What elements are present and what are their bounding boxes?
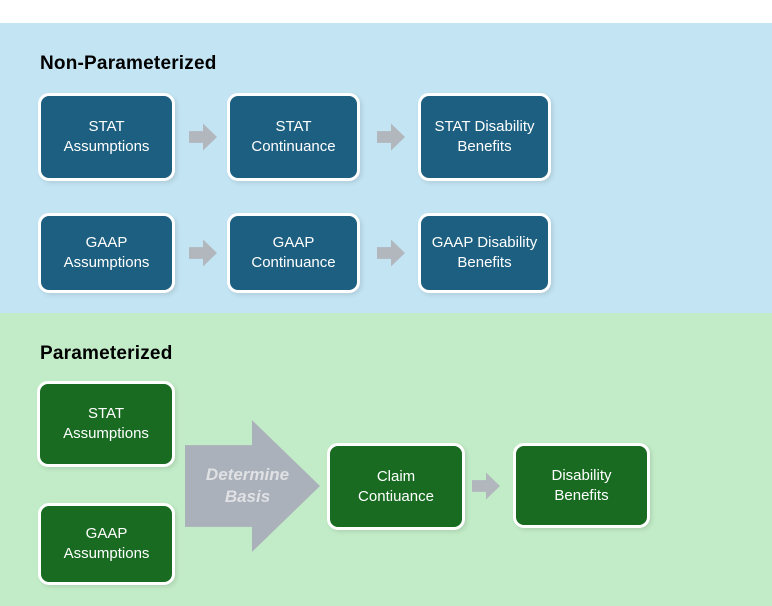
box-label-line: Claim xyxy=(376,467,416,485)
box-label-line: Assumptions xyxy=(63,545,150,562)
box-label-line: Continuance xyxy=(251,254,336,271)
determine-basis-label: Determine Basis xyxy=(190,464,305,508)
determine-basis-line: Determine xyxy=(205,465,290,484)
box-label-line: GAAP Disability xyxy=(431,234,538,251)
box-label-line: Disability xyxy=(551,466,612,484)
gaap-continuance-box: GAAP Continuance xyxy=(227,213,360,293)
box-label-line: Benefits xyxy=(457,138,512,155)
stat-continuance-box: STAT Continuance xyxy=(227,93,360,181)
disability-benefits-box: Disability Benefits xyxy=(513,443,650,528)
claim-continuance-box: Claim Contiuance xyxy=(327,443,465,530)
stat-assumptions-box-np: STAT Assumptions xyxy=(38,93,175,181)
box-label-line: Assumptions xyxy=(63,254,150,271)
box-label-line: GAAP xyxy=(272,234,315,251)
parameterized-heading: Parameterized xyxy=(40,343,173,364)
gaap-assumptions-box-p: GAAP Assumptions xyxy=(38,503,175,585)
box-label-line: STAT xyxy=(88,118,125,135)
box-label-line: Benefits xyxy=(457,254,512,271)
box-label-line: STAT Disability xyxy=(434,118,535,135)
determine-basis-line: Basis xyxy=(224,487,271,506)
box-label-line: GAAP xyxy=(85,234,128,251)
box-label-line: Benefits xyxy=(554,486,609,504)
box-label-line: STAT xyxy=(275,118,312,135)
box-label-line: GAAP xyxy=(85,525,128,542)
non-parameterized-heading: Non-Parameterized xyxy=(40,53,217,74)
gaap-disability-benefits-box: GAAP Disability Benefits xyxy=(418,213,551,293)
box-label-line: STAT xyxy=(87,405,125,422)
stat-assumptions-box-p: STAT Assumptions xyxy=(37,381,175,467)
gaap-assumptions-box-np: GAAP Assumptions xyxy=(38,213,175,293)
box-label-line: Assumptions xyxy=(63,425,149,442)
box-label-line: Contiuance xyxy=(358,487,434,505)
box-label-line: Continuance xyxy=(251,138,336,155)
stat-disability-benefits-box: STAT Disability Benefits xyxy=(418,93,551,181)
box-label-line: Assumptions xyxy=(63,138,150,155)
